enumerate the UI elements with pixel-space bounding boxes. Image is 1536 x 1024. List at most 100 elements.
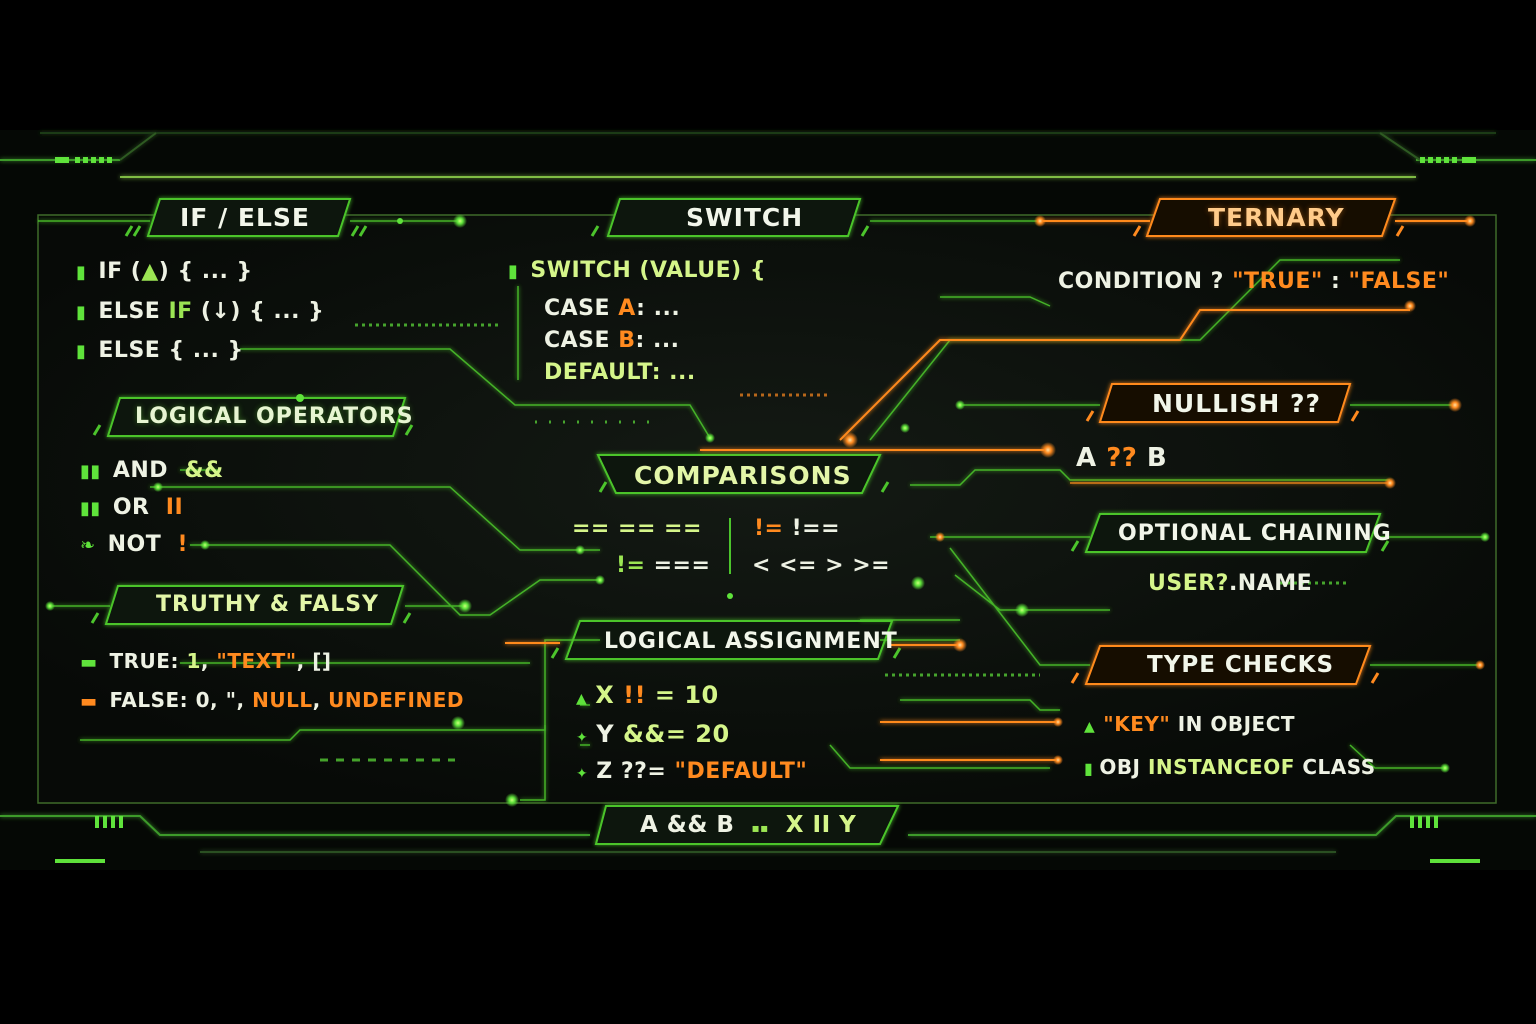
strict-ops: != === (616, 553, 710, 578)
instanceof-obj: OBJ (1099, 755, 1148, 779)
nullish-title-text: NULLISH ?? (1152, 389, 1322, 418)
if-line: ▮ IF (▲) { ... } (76, 259, 253, 284)
footer-separator: ▪▪ (751, 821, 769, 835)
if-keyword: IF (168, 299, 193, 324)
truthy-falsy-title: TRUTHY & FALSY (156, 592, 379, 617)
if-body: ) { ... } (158, 259, 253, 284)
nullish-title: NULLISH ?? (1152, 389, 1321, 418)
signal-bars-icon: ▮▮ (80, 498, 101, 519)
or-line: ▮▮ OR II (80, 495, 183, 520)
else-if-line: ▮ ELSE IF (↓) { ... } (76, 299, 324, 324)
default-line: DEFAULT: ... (544, 360, 696, 385)
and-op: && (184, 458, 224, 483)
false-values: 0, ", (195, 688, 253, 712)
up-arrow-icon: ▲ (1084, 719, 1096, 735)
ternary-colon: : (1322, 269, 1349, 294)
false-null: NULL (252, 688, 313, 712)
arrow-icon: ▲ (576, 691, 588, 707)
battery-icon: ▬ (80, 652, 98, 673)
footer-or-expr: X II Y (785, 812, 857, 838)
switch-header: ▮ SWITCH (VALUE) { (508, 258, 766, 283)
loose-not-equal-op: != (754, 516, 784, 541)
if-cond: ▲ (141, 259, 159, 284)
true-sep: , (200, 649, 217, 673)
case-keyword: CASE (544, 296, 619, 321)
or-assign-line: ▲X !! = 10 (576, 681, 719, 709)
comparisons-title: COMPARISONS (634, 461, 852, 490)
ternary-true: "TRUE" (1232, 269, 1323, 294)
divider (729, 518, 731, 574)
and-assign-op: &&= (622, 720, 687, 748)
case-a-body: : ... (636, 296, 681, 321)
inequality-ops: != !== (754, 516, 840, 541)
false-line: ▬ FALSE: 0, ", NULL, UNDEFINED (80, 688, 464, 712)
green-marker-icon: ▮ (508, 261, 519, 282)
nullish-assign-var: Z (596, 759, 621, 784)
optional-chaining-title: OPTIONAL CHAINING (1118, 521, 1392, 546)
and-label: AND (112, 458, 169, 483)
or-label: OR (112, 495, 150, 520)
green-marker-icon: ▮ (76, 341, 87, 362)
case-a-value: A (618, 296, 637, 321)
else-line: ▮ ELSE { ... } (76, 338, 244, 363)
and-assign-line: ✦ Y &&= 20 (576, 720, 730, 748)
case-a-line: CASE A: ... (544, 296, 680, 321)
false-sep: , (312, 688, 329, 712)
signal-bars-icon: ▮▮ (80, 461, 101, 482)
true-value-1: 1 (186, 649, 201, 673)
ternary-false: "FALSE" (1348, 269, 1450, 294)
true-line: ▬ TRUE: 1, "TEXT", [] (80, 649, 331, 673)
instanceof-keyword: INSTANCEOF (1147, 755, 1295, 779)
logical-operators-title: LOGICAL OPERATORS (135, 404, 414, 429)
instanceof-class: CLASS (1294, 755, 1376, 779)
green-marker-icon: ▮ (76, 262, 87, 283)
nullish-op: ?? (1106, 443, 1138, 473)
false-label: FALSE: (109, 688, 189, 712)
instanceof-line: ▮ OBJ INSTANCEOF CLASS (1084, 755, 1376, 779)
case-b-body: : ... (635, 328, 680, 353)
logical-assignment-title: LOGICAL ASSIGNMENT (604, 629, 898, 654)
if-text: IF ( (98, 259, 142, 284)
ternary-condition: CONDITION ? (1058, 269, 1233, 294)
nullish-assign-op: ??= (620, 759, 667, 784)
true-value-text: "TEXT" (216, 649, 297, 673)
ternary-title: TERNARY (1208, 203, 1345, 232)
relational-ops: < <= > >= (752, 553, 891, 578)
or-op: II (165, 495, 184, 520)
case-b-value: B (618, 328, 636, 353)
in-key: "KEY" (1103, 712, 1171, 736)
switch-header-text: SWITCH (VALUE) { (530, 258, 767, 283)
in-object: IN OBJECT (1170, 712, 1296, 736)
true-value-array: , [] (296, 649, 332, 673)
and-assign-var: Y (596, 720, 623, 748)
not-equal-op: != (616, 553, 646, 578)
footer-and-expr: A && B (640, 812, 735, 838)
type-checks-title: TYPE CHECKS (1147, 652, 1335, 678)
equality-ops: == == == (572, 516, 702, 541)
nullish-b: B (1146, 443, 1168, 473)
nullish-assign-line: ✦Z ??= "DEFAULT" (576, 759, 807, 784)
and-line: ▮▮ AND && (80, 458, 224, 483)
case-keyword: CASE (544, 328, 619, 353)
else-body: ELSE { ... } (98, 338, 244, 363)
else-text: ELSE (98, 299, 169, 324)
leaf-icon: ❧ (80, 535, 96, 556)
nullish-assign-value: "DEFAULT" (666, 759, 808, 784)
else-if-body: (↓) { ... } (192, 299, 325, 324)
green-marker-icon: ▮ (1084, 759, 1094, 778)
true-label: TRUE: (109, 649, 179, 673)
and-assign-value: 20 (686, 720, 730, 748)
ternary-expr: CONDITION ? "TRUE" : "FALSE" (1058, 269, 1449, 294)
not-line: ❧NOT ! (80, 532, 188, 557)
optional-prop: .NAME (1228, 571, 1313, 596)
in-check-line: ▲ "KEY" IN OBJECT (1084, 712, 1295, 736)
orange-block-icon: ▬ (80, 691, 98, 712)
or-assign-var: X (595, 681, 624, 709)
optional-chaining-expr: USER?.NAME (1148, 571, 1312, 596)
nullish-a: A (1076, 443, 1097, 473)
sparkle-icon: ✦ (576, 730, 589, 746)
green-marker-icon: ▮ (76, 302, 87, 323)
false-undefined: UNDEFINED (328, 688, 464, 712)
